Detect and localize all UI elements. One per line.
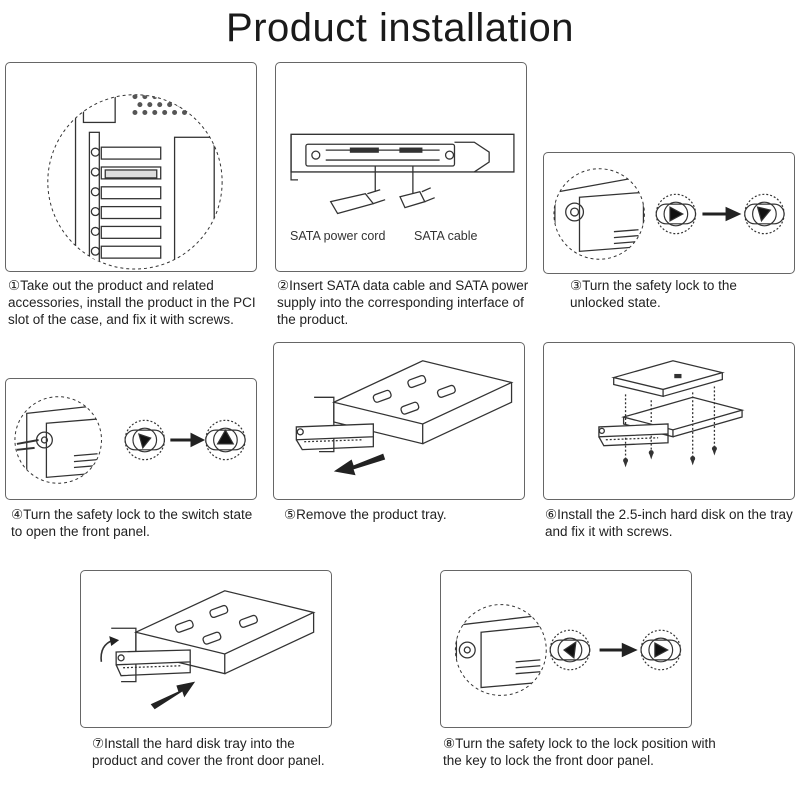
step-4-illustration — [5, 378, 257, 500]
install-disk-drawing — [598, 360, 745, 468]
sata-cable-label: SATA cable — [414, 229, 478, 243]
step-1-caption: ①Take out the product and related access… — [8, 278, 256, 327]
remove-tray-drawing — [295, 360, 514, 476]
step-4-caption: ④Turn the safety lock to the switch stat… — [11, 507, 253, 539]
step-2-caption: ②Insert SATA data cable and SATA power s… — [277, 278, 529, 327]
step-5-caption: ⑤Remove the product tray. — [284, 507, 447, 522]
pci-bracket-sata-drawing — [290, 133, 515, 215]
step-3-illustration — [543, 152, 795, 274]
step-2-illustration: SATA power cord SATA cable — [275, 62, 527, 272]
step-1-illustration — [5, 62, 257, 272]
step-6-illustration — [543, 342, 795, 500]
step-6-caption: ⑥Install the 2.5-inch hard disk on the t… — [545, 507, 793, 539]
lock-unlock-drawing — [553, 168, 785, 260]
step-7-illustration — [80, 570, 332, 728]
lock-switch-drawing — [14, 396, 246, 484]
lock-with-key-drawing — [454, 604, 682, 696]
page-title: Product installation — [226, 6, 574, 50]
step-7-caption: ⑦Install the hard disk tray into the pro… — [92, 736, 325, 768]
step-5-illustration — [273, 342, 525, 500]
step-8-caption: ⑧Turn the safety lock to the lock positi… — [443, 736, 716, 768]
step-8-illustration — [440, 570, 692, 728]
pc-case-pci-slot-drawing — [47, 94, 223, 270]
sata-power-cord-label: SATA power cord — [290, 229, 386, 243]
install-tray-drawing — [100, 590, 316, 710]
step-3-caption: ③Turn the safety lock to the unlocked st… — [570, 278, 737, 310]
